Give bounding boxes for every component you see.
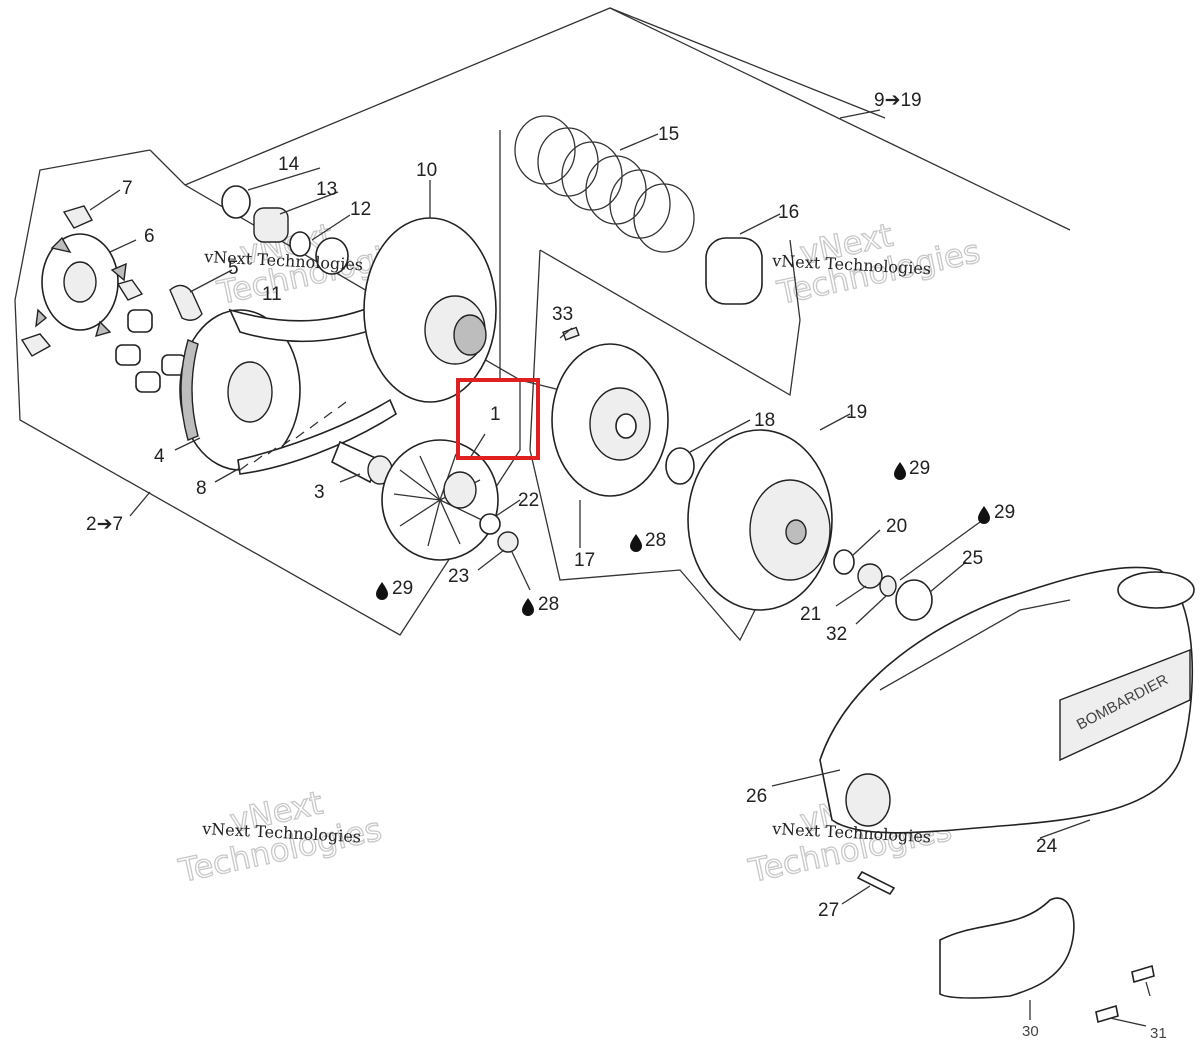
lubricant-icons — [376, 462, 990, 616]
part-20-washer — [833, 549, 855, 575]
drop-icon — [894, 462, 906, 480]
callout-31: 31 — [1150, 1025, 1167, 1042]
part-14-ring — [221, 185, 251, 219]
part-26-duct — [845, 773, 891, 827]
part-8-drive-belt — [237, 398, 398, 475]
part-30-guard — [939, 897, 1075, 999]
part-24-cover — [819, 566, 1194, 834]
part-31-screw — [1095, 1004, 1119, 1024]
callout-3: 3 — [314, 482, 325, 503]
callout-32: 32 — [826, 624, 847, 645]
part-32-spacer — [879, 575, 897, 597]
callout-21: 21 — [800, 604, 821, 625]
part-4-teeth — [180, 339, 199, 441]
drop-icon — [630, 534, 642, 552]
part-13-bushing — [253, 207, 289, 243]
part-15-spring — [514, 115, 695, 253]
part-6-cap — [20, 333, 52, 357]
callout-24: 24 — [1036, 836, 1058, 857]
callout-20: 20 — [886, 516, 907, 537]
callout-5: 5 — [228, 258, 239, 279]
part-4-hub — [227, 361, 273, 423]
leader-lines — [89, 109, 1151, 1027]
driven-pulley-parts — [221, 115, 933, 621]
callout-25: 25 — [962, 548, 983, 569]
callout-1: 1 — [490, 404, 501, 425]
drop-icon — [522, 598, 534, 616]
callout-14: 14 — [278, 154, 300, 175]
part-23-nut — [497, 531, 519, 553]
drive-pulley-parts — [20, 205, 519, 561]
part-24-intake — [1117, 571, 1195, 609]
callout-13: 13 — [316, 179, 337, 200]
drop-icon — [376, 582, 388, 600]
callout-11: 11 — [262, 284, 282, 305]
callout-labels: 7 6 5 11 14 13 12 10 9➔19 15 16 33 1 18 … — [86, 90, 1167, 1042]
callout-7: 7 — [122, 178, 133, 199]
callout-28b: 28 — [538, 594, 559, 615]
callout-29a: 29 — [909, 458, 930, 479]
part-16-cam — [705, 237, 763, 305]
callout-18: 18 — [754, 410, 775, 431]
callout-2-7: 2➔7 — [86, 514, 123, 535]
drop-icon — [978, 506, 990, 524]
callout-28a: 28 — [645, 530, 666, 551]
part-27-bolt — [856, 870, 896, 896]
callout-12: 12 — [350, 199, 371, 220]
part-11-seal — [289, 231, 311, 257]
callout-16: 16 — [778, 202, 799, 223]
callout-6: 6 — [144, 226, 155, 247]
callout-29b: 29 — [994, 502, 1015, 523]
highlight-box-part-1[interactable] — [456, 378, 540, 460]
part-25-bearing — [895, 579, 933, 621]
cover-parts: BOMBARDIER — [819, 566, 1195, 1024]
part-31-screw — [1131, 964, 1155, 984]
part-5-bushing — [115, 344, 141, 366]
callout-22: 22 — [518, 490, 539, 511]
part-24-badge — [1059, 648, 1191, 762]
callout-4: 4 — [154, 446, 165, 467]
callout-23: 23 — [448, 566, 469, 587]
part-5-bushing — [127, 309, 153, 333]
callout-27: 27 — [818, 900, 839, 921]
callout-9-19: 9➔19 — [874, 90, 922, 111]
callout-26: 26 — [746, 786, 767, 807]
callout-10: 10 — [416, 160, 437, 181]
part-21-bushing — [857, 563, 883, 589]
part-5-link — [169, 284, 203, 321]
callout-8: 8 — [196, 478, 207, 499]
part-7-slider — [62, 205, 93, 229]
part-6-spider — [35, 233, 127, 338]
part-6-roller — [116, 279, 144, 301]
part-5-bushing — [135, 371, 161, 393]
callout-17: 17 — [574, 550, 595, 571]
callout-33: 33 — [552, 304, 573, 325]
callout-15: 15 — [658, 124, 679, 145]
part-12-bearing — [315, 237, 349, 275]
callout-30: 30 — [1022, 1023, 1039, 1040]
part-22-washer — [479, 513, 501, 535]
callout-29c: 29 — [392, 578, 413, 599]
part-18-washer — [665, 447, 695, 485]
callout-19: 19 — [846, 402, 867, 423]
